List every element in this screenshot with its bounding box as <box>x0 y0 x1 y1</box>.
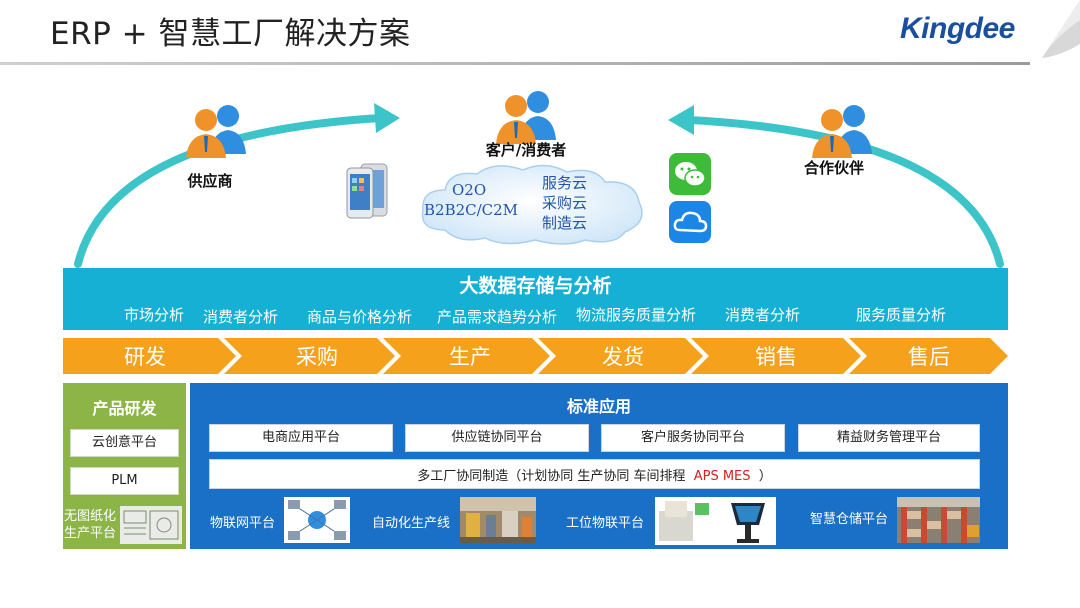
step-rd: 研发 <box>124 345 166 369</box>
analysis-consumer: 消费者分析 <box>203 308 279 326</box>
process-chevrons <box>63 338 1008 374</box>
analysis-logistics: 物流服务质量分析 <box>576 306 697 324</box>
step-purchase: 采购 <box>296 345 338 369</box>
chevron-production <box>383 338 550 374</box>
factory-photo <box>460 497 536 543</box>
warehouse-photo <box>897 497 980 543</box>
multi-factory-text: 多工厂协同制造（计划协同 生产协同 车间排程 APS MES ） <box>209 465 980 484</box>
analysis-market: 市场分析 <box>124 306 185 324</box>
customer-label: 客户/消费者 <box>485 141 567 159</box>
analysis-price: 商品与价格分析 <box>307 308 413 326</box>
chevron-aftersales <box>849 338 1008 374</box>
chevron-purchase <box>224 338 395 374</box>
partner-people-icon <box>812 105 872 158</box>
step-sales: 销售 <box>755 345 797 369</box>
finance-platform: 精益财务管理平台 <box>798 424 980 452</box>
cloud-creative-platform: 云创意平台 <box>70 429 179 457</box>
customer-service-platform: 客户服务协同平台 <box>601 424 785 452</box>
iot-platform-label: 物联网平台 <box>210 516 276 531</box>
cloud-b2b2c: B2B2C/C2M <box>424 201 519 219</box>
mfg-prefix: 多工厂协同制造（计划协同 生产协同 车间排程 <box>417 469 686 484</box>
header-divider <box>0 62 1045 65</box>
analysis-consumer-2: 消费者分析 <box>725 306 801 324</box>
partner-label: 合作伙伴 <box>803 159 864 177</box>
cloud-app-icon <box>669 201 711 243</box>
cloud-service: 服务云 <box>542 174 588 192</box>
left-arc-arrowhead <box>374 103 400 133</box>
workstation-iot-label: 工位物联平台 <box>566 516 645 531</box>
bigdata-title: 大数据存储与分析 <box>459 275 612 297</box>
chevron-rd <box>63 338 236 374</box>
chevron-sales <box>691 338 861 374</box>
blueprint-thumbnail <box>120 506 182 544</box>
left-arc <box>74 114 384 268</box>
page-title: ERP + 智慧工厂解决方案 <box>50 16 411 52</box>
step-production: 生产 <box>449 345 491 369</box>
product-dev-title: 产品研发 <box>92 399 157 418</box>
cloud-procurement: 采购云 <box>542 194 588 212</box>
supplier-people-icon <box>186 105 246 158</box>
phone-icon <box>346 163 388 219</box>
right-arc <box>686 116 1004 268</box>
ecommerce-platform: 电商应用平台 <box>209 424 393 452</box>
bigdata-band <box>63 268 1008 330</box>
cloud-shape <box>421 164 643 245</box>
kiosk-photo <box>655 497 776 545</box>
page-curl-decoration <box>1030 0 1080 66</box>
paperless-production-label: 无图纸化生产平台 <box>64 509 117 541</box>
customer-people-icon <box>496 91 556 144</box>
automation-line-label: 自动化生产线 <box>372 516 451 531</box>
supplier-label: 供应商 <box>187 172 233 190</box>
chevron-shipping <box>538 338 703 374</box>
network-icon <box>284 497 350 543</box>
cloud-o2o: O2O <box>452 181 487 199</box>
mfg-aps-mes: APS MES <box>693 469 751 484</box>
plm-box: PLM <box>70 467 179 495</box>
analysis-demand: 产品需求趋势分析 <box>437 308 558 326</box>
wechat-icon <box>669 153 711 195</box>
standard-apps-title: 标准应用 <box>566 397 631 416</box>
cloud-manufacturing: 制造云 <box>542 214 588 232</box>
mfg-suffix: ） <box>758 469 772 484</box>
analysis-service: 服务质量分析 <box>856 306 947 324</box>
supply-chain-platform: 供应链协同平台 <box>405 424 589 452</box>
kingdee-logo: Kingdee <box>900 12 1015 45</box>
step-shipping: 发货 <box>602 345 644 369</box>
smart-warehouse-label: 智慧仓储平台 <box>810 512 889 527</box>
step-aftersales: 售后 <box>908 345 950 369</box>
right-arc-arrowhead <box>668 105 694 135</box>
multi-factory-bar <box>209 459 980 489</box>
